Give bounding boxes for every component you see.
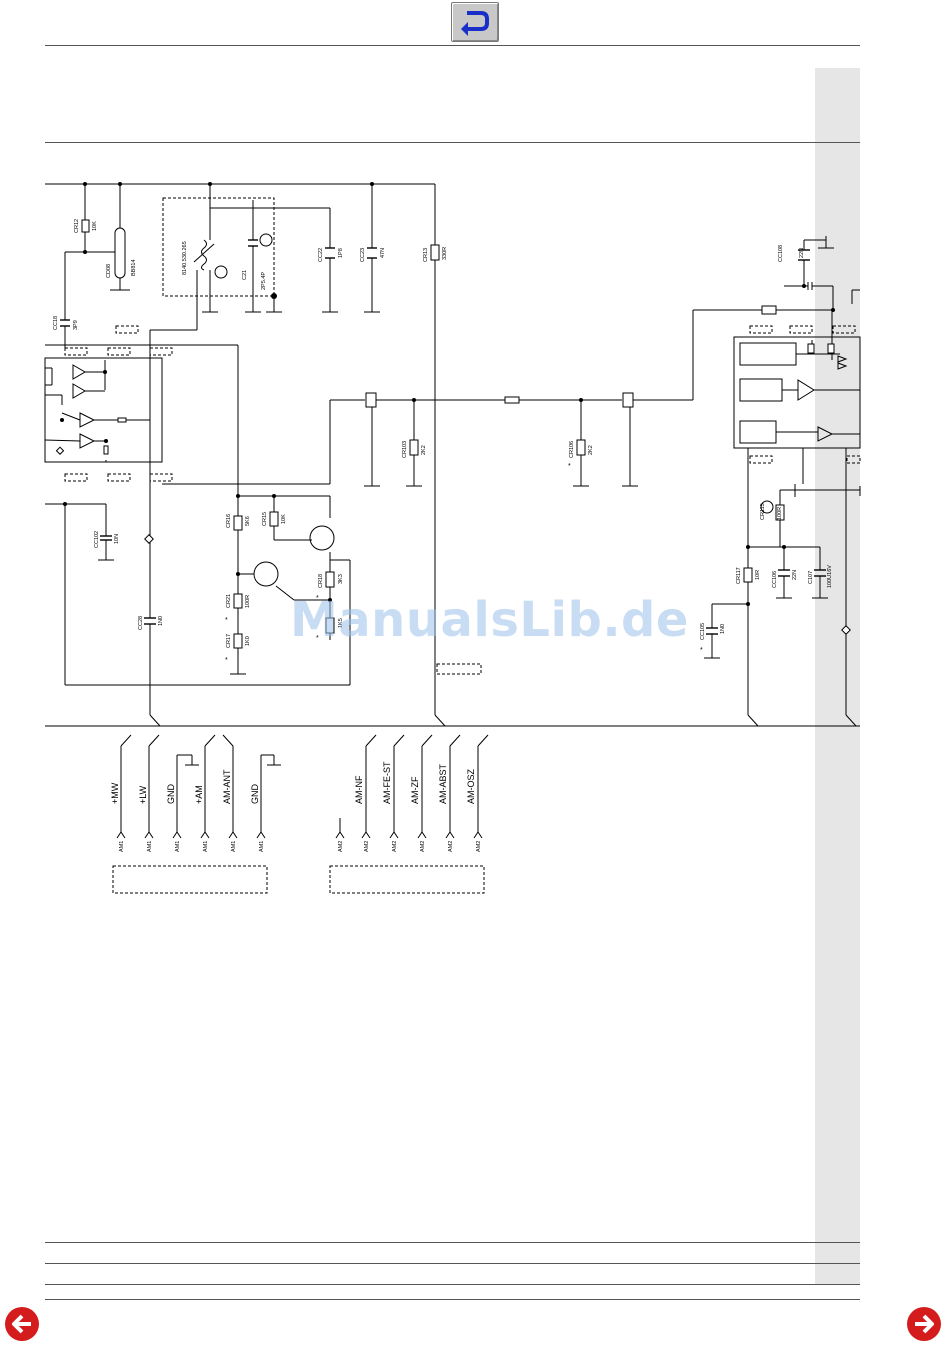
label-cc28-value: 1N0 bbox=[158, 616, 164, 626]
pin-label: AM2 bbox=[392, 841, 398, 852]
signal-label: +LW bbox=[138, 785, 148, 804]
page-margin-band bbox=[815, 68, 860, 1284]
label-cd08-value: BB814 bbox=[131, 259, 137, 276]
label-cc28: CC28 bbox=[138, 616, 144, 630]
star-mark: * bbox=[225, 617, 228, 624]
label-cr106-value: 2K2 bbox=[588, 445, 594, 455]
signal-label: AM-FE-ST bbox=[382, 761, 392, 804]
pin-label: AM1 bbox=[119, 841, 125, 852]
label-cr16-value: 5K6 bbox=[245, 516, 251, 526]
title-block-rule bbox=[45, 142, 860, 143]
header-rule bbox=[45, 45, 860, 46]
signal-label: +MW bbox=[110, 782, 120, 804]
signal-label: GND bbox=[250, 784, 260, 805]
back-button[interactable] bbox=[451, 2, 499, 42]
label-cc106-value: 22N bbox=[792, 570, 798, 580]
label-cr12-value: 10K bbox=[92, 221, 98, 231]
signal-label: AM-ANT bbox=[222, 769, 232, 804]
label-cr19-value: 1K5 bbox=[338, 618, 344, 628]
label-cc23: CC23 bbox=[360, 248, 366, 262]
footer-rule-2 bbox=[45, 1263, 860, 1264]
label-c107-value: 100U16V bbox=[827, 565, 833, 588]
label-cc108: CC108 bbox=[778, 245, 784, 262]
label-cr16: CR16 bbox=[226, 514, 232, 528]
pin-label: AM2 bbox=[420, 841, 426, 852]
pin-label: AM1 bbox=[231, 841, 237, 852]
pin-label: AM2 bbox=[476, 841, 482, 852]
pin-label: AM1 bbox=[175, 841, 181, 852]
label-cr21-value: 100R bbox=[245, 595, 251, 608]
pin-label: AM1 bbox=[147, 841, 153, 852]
star-mark: * bbox=[568, 463, 571, 470]
arrow-right-circle-icon bbox=[907, 1307, 941, 1341]
label-cr103-value: 2K2 bbox=[421, 445, 427, 455]
signal-label: AM-NF bbox=[354, 775, 364, 804]
signal-label: AM-OSZ bbox=[466, 768, 476, 804]
signal-label: AM-ABST bbox=[438, 763, 448, 804]
footer-rule-1 bbox=[45, 1242, 860, 1243]
label-c21-value: 2P5.4P bbox=[261, 272, 267, 290]
star-mark: * bbox=[316, 635, 319, 642]
label-c21: C21 bbox=[242, 270, 248, 280]
label-cr115-value: 100R bbox=[777, 507, 783, 520]
label-cc108-value: 22N bbox=[799, 248, 805, 258]
star-mark: * bbox=[316, 595, 319, 602]
return-arrow-icon bbox=[461, 11, 489, 36]
label-cr106: CR106 bbox=[569, 441, 575, 458]
arrow-left-circle-icon bbox=[5, 1307, 39, 1341]
label-cr12: CR12 bbox=[74, 219, 80, 233]
previous-page-button[interactable] bbox=[4, 1306, 40, 1342]
label-cc23-value: 47N bbox=[380, 248, 386, 258]
label-cr18-value: 3K3 bbox=[338, 574, 344, 584]
label-cr103: CR103 bbox=[402, 441, 408, 458]
label-c107: C107 bbox=[808, 571, 814, 584]
label-cc18: CC18 bbox=[53, 316, 59, 330]
label-cc105-value: 1N0 bbox=[720, 624, 726, 634]
label-cr117: CR117 bbox=[736, 567, 742, 584]
label-cr15: CR15 bbox=[262, 512, 268, 526]
label-cr117-value: 10R bbox=[755, 570, 761, 580]
signal-label: AM-ZF bbox=[410, 776, 420, 804]
label-cc102: CC102 bbox=[94, 531, 100, 548]
footer-rule-3 bbox=[45, 1284, 860, 1285]
pin-label: AM1 bbox=[259, 841, 265, 852]
pin-label: AM2 bbox=[448, 841, 454, 852]
next-page-button[interactable] bbox=[906, 1306, 942, 1342]
label-cr17-value: 1K0 bbox=[245, 636, 251, 646]
label-cd08: CD08 bbox=[106, 264, 112, 278]
star-mark: * bbox=[225, 657, 228, 664]
label-cr15-value: 10K bbox=[281, 514, 287, 524]
footer-rule-4 bbox=[45, 1299, 860, 1300]
pin-label: AM1 bbox=[203, 841, 209, 852]
label-cr17: CR17 bbox=[226, 634, 232, 648]
signal-label: GND bbox=[166, 784, 176, 805]
label-cc18-value: 3P9 bbox=[73, 320, 79, 330]
label-cc102-value: 10N bbox=[114, 534, 120, 544]
pin-label: AM2 bbox=[338, 841, 344, 852]
label-cr115: CR115 bbox=[760, 503, 766, 520]
label-coil: 8140.530.265 bbox=[182, 241, 188, 275]
label-cr13-value: 330R bbox=[442, 247, 448, 260]
signal-label: +AM bbox=[194, 785, 204, 804]
pin-label: AM2 bbox=[364, 841, 370, 852]
star-mark: * bbox=[700, 647, 703, 654]
label-cc22-value: 1P8 bbox=[338, 248, 344, 258]
label-cr21: CR21 bbox=[226, 594, 232, 608]
label-cc22: CC22 bbox=[318, 248, 324, 262]
label-cr18: CR18 bbox=[318, 574, 324, 588]
label-cc106: CC106 bbox=[772, 571, 778, 588]
label-cr13: CR13 bbox=[423, 248, 429, 262]
label-cc105: CC105 bbox=[700, 623, 706, 640]
